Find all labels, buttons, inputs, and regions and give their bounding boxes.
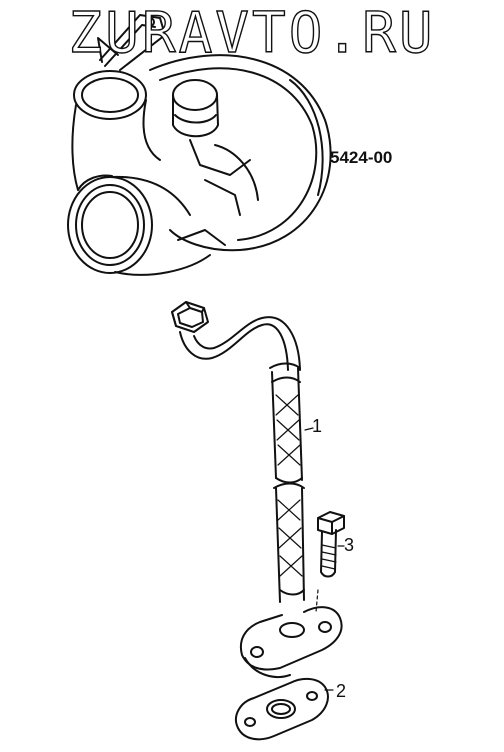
callout-2: 2 xyxy=(336,681,347,701)
callout-1: 1 xyxy=(312,416,323,436)
bolt xyxy=(315,511,345,613)
turbocharger xyxy=(67,14,332,276)
gasket xyxy=(235,677,329,741)
watermark-text: ZURAVTO.RU xyxy=(68,1,436,66)
oil-pipe xyxy=(171,301,343,678)
diagram-code: 5424-00 xyxy=(330,148,393,167)
callout-3: 3 xyxy=(344,535,355,555)
